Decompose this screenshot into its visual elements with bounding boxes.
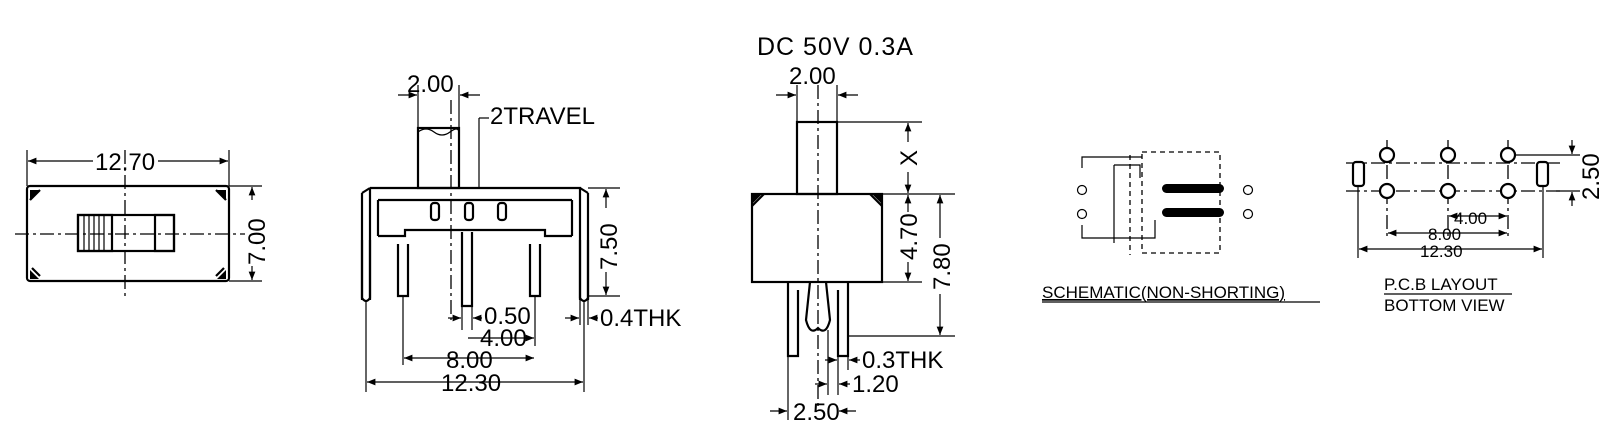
schematic-caption: SCHEMATIC(NON-SHORTING) [1042, 283, 1285, 302]
side-pin-thickness-label: 0.3THK [862, 347, 943, 374]
top-height-label: 7.00 [244, 218, 271, 265]
side-lever-height-label: X [896, 150, 923, 166]
pcb-caption-line1: P.C.B LAYOUT [1384, 275, 1498, 294]
side-pin-span-label: 2.50 [793, 399, 840, 426]
front-lever-width-label: 2.00 [407, 71, 454, 98]
front-pin-width-label: 0.50 [484, 303, 531, 330]
pcb-pin-pitch-label: 4.00 [1454, 209, 1487, 228]
side-lever-width-label: 2.00 [789, 63, 836, 90]
side-total-height-label: 7.80 [929, 243, 956, 290]
top-view: 12.70 7.00 [15, 149, 271, 300]
front-outer-span-label: 8.00 [446, 347, 493, 374]
schematic: SCHEMATIC(NON-SHORTING) [1042, 151, 1320, 303]
front-mount-thickness-label: 0.4THK [600, 305, 681, 332]
top-width-label: 12.70 [95, 149, 155, 176]
rating-text: DC 50V 0.3A [757, 33, 914, 61]
pcb-row-pitch-label: 2.50 [1578, 153, 1605, 200]
front-view: 2.00 2TRAVEL 7.50 0.50 4.00 8.00 12.30 [360, 71, 681, 397]
front-travel-label: 2TRAVEL [490, 103, 595, 130]
front-pin-pitch-label: 4.00 [480, 325, 527, 352]
side-body-height-label: 4.70 [896, 213, 923, 260]
front-height-label: 7.50 [596, 223, 623, 270]
pcb-layout: 2.50 4.00 8.00 12.30 P.C.B LAYOUT BOTTOM… [1346, 140, 1605, 315]
front-mount-span-label: 12.30 [441, 370, 501, 397]
side-pin-width-label: 1.20 [852, 371, 899, 398]
pcb-mount-span-label: 12.30 [1420, 242, 1463, 261]
pcb-outer-span-label: 8.00 [1428, 225, 1461, 244]
pcb-caption-line2: BOTTOM VIEW [1384, 296, 1505, 315]
side-view: 2.00 X 4.70 7.80 0.3THK 1.20 2.50 [750, 63, 956, 426]
